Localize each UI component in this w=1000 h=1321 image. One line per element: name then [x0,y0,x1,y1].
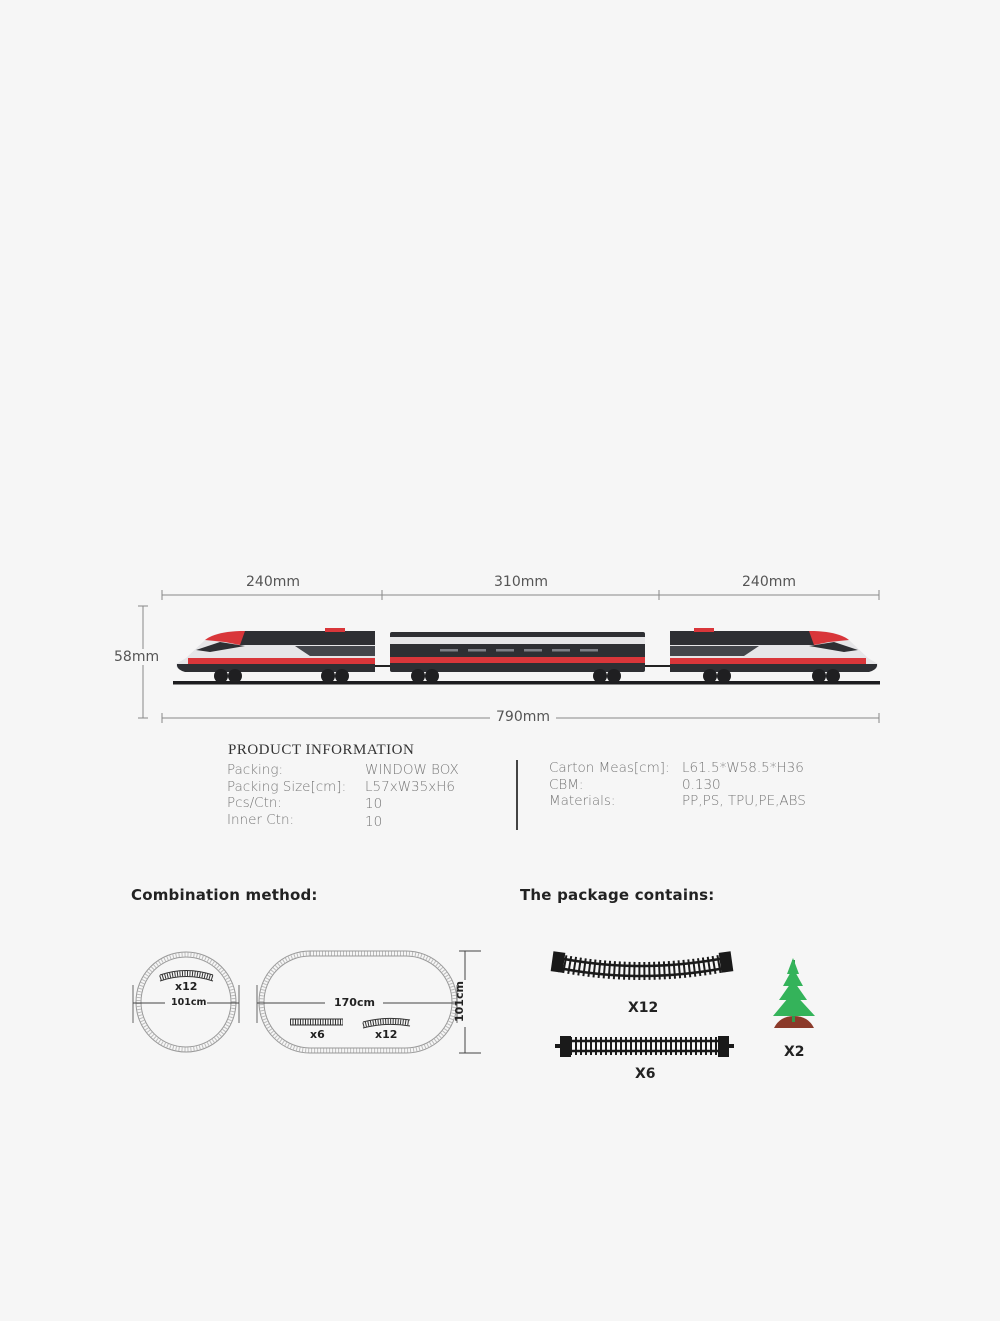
train-illustration [173,628,880,685]
inner-ctn-label: Inner Ctn: [227,811,295,828]
materials-value: PP,PS, TPU,PE,ABS [682,793,806,809]
cbm-value: 0.130 [682,776,721,793]
locomotive-rear-icon [670,628,878,683]
packing-size-value: L57xW35xH6 [365,778,455,795]
packing-label: Packing: [227,762,284,778]
carton-meas-label: Carton Meas[cm]: [549,760,670,776]
dimension-right-label: 240mm [736,574,802,590]
pcs-ctn-label: Pcs/Ctn: [227,795,282,811]
curved-track-icon [550,951,734,980]
oval-curve-qty-label: x12 [375,1028,398,1041]
package-contains-heading: The package contains: [520,886,715,904]
tree-qty: X2 [784,1044,805,1060]
passenger-car-icon [390,632,645,683]
curved-track-qty: X12 [628,1000,659,1016]
oval-width-label: 101cm [453,981,466,1022]
dimension-left-label: 240mm [240,574,306,590]
circle-qty-label: x12 [175,980,198,993]
packing-value: WINDOW BOX [365,762,459,778]
product-info-right-labels: Carton Meas[cm]: CBM: Materials: [549,760,670,810]
oval-length-label: 170cm [334,996,375,1009]
pcs-ctn-value: 10 [365,796,383,812]
combination-method-heading: Combination method: [131,886,318,904]
product-info-left-labels: Packing: Packing Size[cm]: Pcs/Ctn: Inne… [227,762,346,828]
combination-diagram [132,950,481,1054]
straight-track-qty: X6 [635,1066,656,1082]
dimension-total-label: 790mm [490,709,556,725]
circle-layout-icon [132,951,240,1053]
locomotive-front-icon [176,628,375,683]
divider [516,760,518,830]
oval-layout-icon [256,950,481,1054]
carton-meas-value: L61.5*W58.5*H36 [682,760,804,776]
inner-ctn-value: 10 [365,813,383,830]
product-info-left-values: WINDOW BOX L57xW35xH6 10 10 [365,762,459,830]
oval-straight-qty-label: x6 [310,1028,325,1041]
product-info-title: PRODUCT INFORMATION [228,742,415,758]
tree-icon [773,958,815,1028]
packing-size-label: Packing Size[cm]: [227,778,347,795]
rail [173,681,880,685]
dimension-middle-label: 310mm [488,574,554,590]
product-info-right-values: L61.5*W58.5*H36 0.130 PP,PS, TPU,PE,ABS [682,760,806,810]
materials-label: Materials: [549,793,616,809]
dimension-height-label: 58mm [112,649,162,665]
circle-diameter-label: 101cm [171,997,207,1008]
package-contents-illustration [550,951,815,1057]
cbm-label: CBM: [549,776,584,793]
straight-track-icon [555,1036,734,1057]
